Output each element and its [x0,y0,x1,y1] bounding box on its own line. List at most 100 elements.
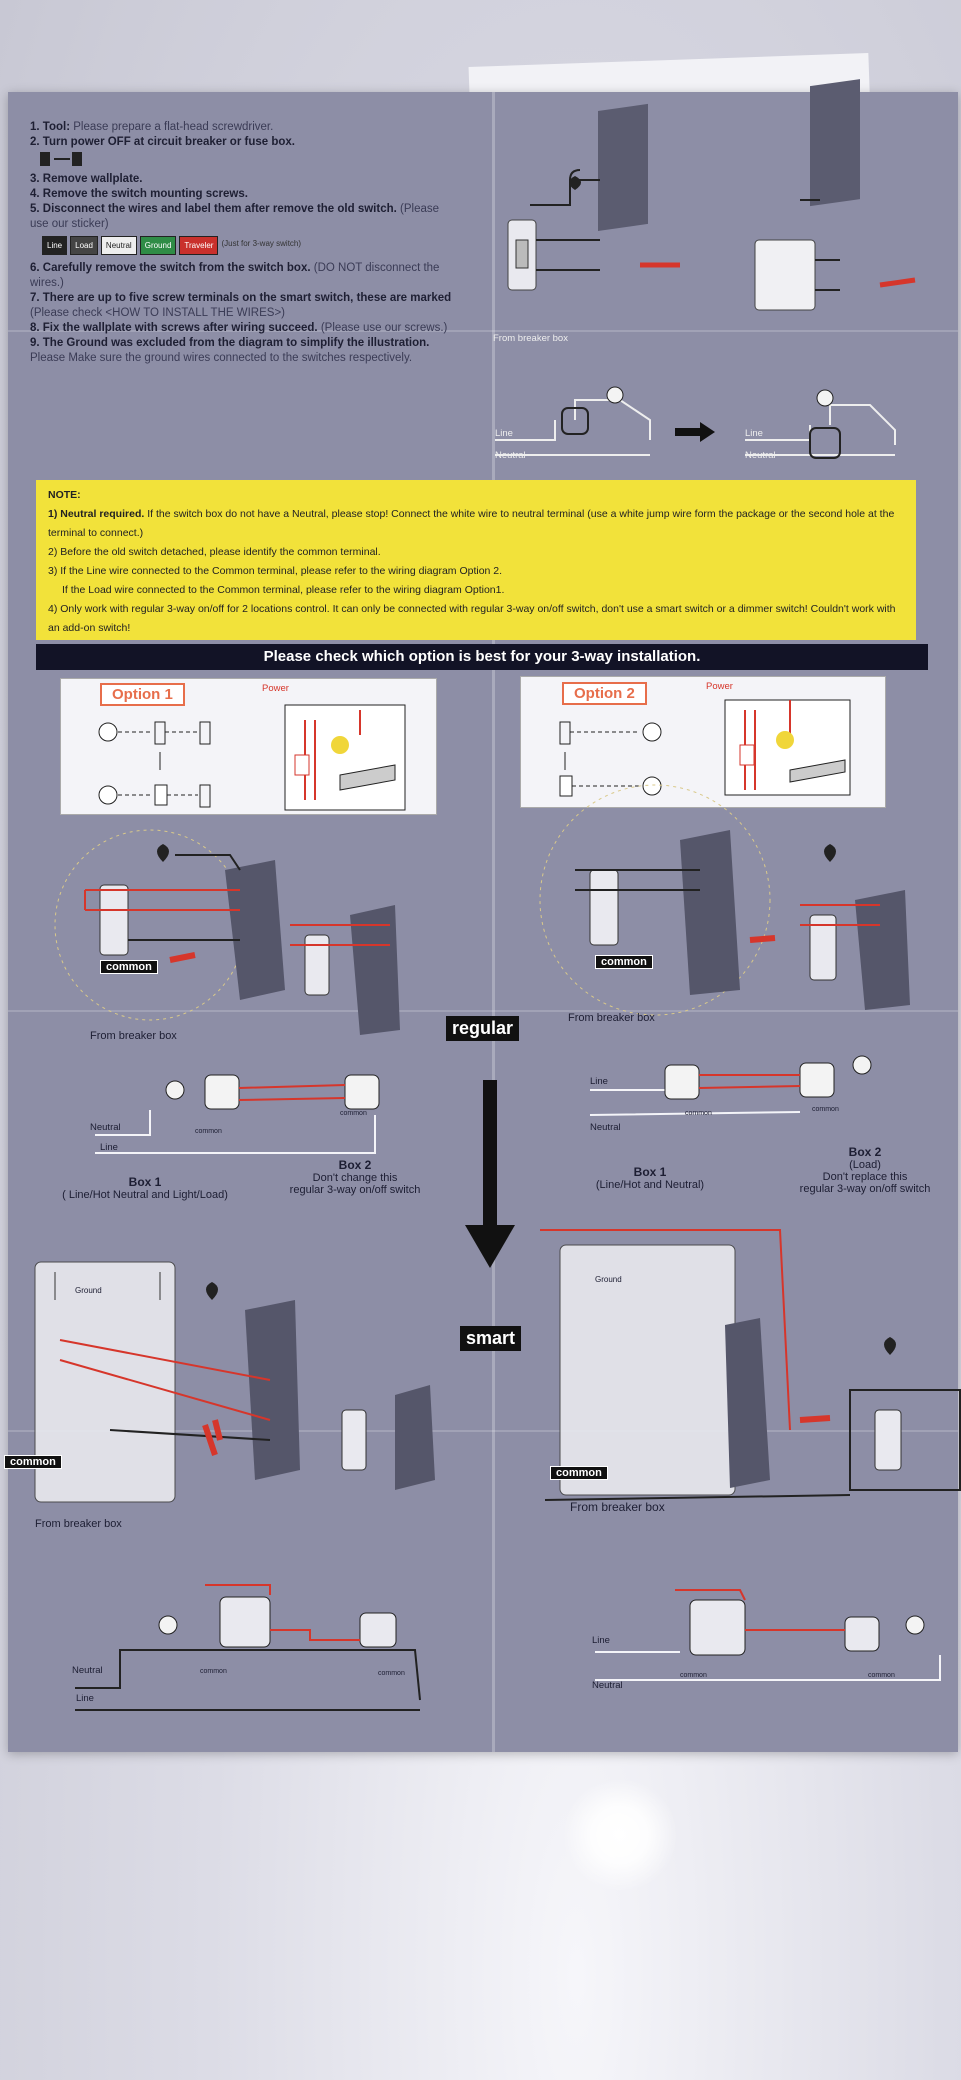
note-box: NOTE: 1) Neutral required. If the switch… [36,480,916,640]
smart-left-schematic [75,1584,421,1711]
smart-tag: smart [460,1326,522,1351]
smart-right-schematic [595,1589,941,1681]
regular-left-schematic [95,1074,380,1154]
option-2-mini [559,699,851,797]
step-1-title: 1. Tool: [30,121,71,133]
note-title: NOTE: [48,489,81,501]
regular-right-schematic [589,1055,872,1116]
step-5-text: (Please use our sticker) [30,203,440,230]
box1-right-caption: Box 1 (Line/Hot and Neutral) [570,1165,730,1191]
note-2: 2) Before the old switch detached, pleas… [48,546,381,558]
common-tag-2: common [595,955,653,969]
ground-label-1: Ground [75,1286,102,1295]
smart-right-wiring [540,1229,961,1501]
wallbox-smart-switch [754,79,916,311]
option-1-power: Power [262,683,289,694]
rewire-diagram [495,386,896,459]
step-8-text: (Please use our screws.) [320,322,448,334]
box1-right-title: Box 1 [633,1165,667,1179]
sticker-note: (Just for 3-way switch) [221,239,302,248]
box2-left-caption: Box 2 Don't change this regular 3-way on… [265,1158,445,1196]
box2-right-desc0: (Load) [849,1159,881,1171]
box1-right-desc: (Line/Hot and Neutral) [595,1179,705,1191]
step-6-text: (DO NOT disconnect the wires.) [30,262,440,289]
ground-label-2: Ground [595,1275,622,1284]
note-1-bold: 1) Neutral required. [48,508,145,520]
neutral-label-2: Neutral [590,1122,621,1133]
option-2-power: Power [706,681,733,692]
top-diagrams [495,79,916,459]
box2-right-caption: Box 2 (Load) Don't replace this regular … [775,1145,955,1195]
install-steps: 1. Tool: Please prepare a flat-head scre… [30,120,460,366]
sticker-traveler: Traveler [179,236,219,255]
common-small-3: common [685,1110,712,1117]
light-glare [560,1780,680,1890]
box2-left-desc2: regular 3-way on/off switch [289,1184,421,1196]
top-line-label-2: Line [745,428,763,439]
box2-right-title: Box 2 [848,1145,882,1159]
option-2-label: Option 2 [562,682,647,705]
fold-line [492,92,495,1752]
wallbox-old-switch [507,103,680,291]
step-7-text: (Please check <HOW TO INSTALL THE WIRES>… [30,307,285,319]
regular-left-boxes [54,829,400,1035]
common-small-2: common [340,1110,367,1117]
fold-line [8,1010,958,1012]
step-4-title: 4. Remove the switch mounting screws. [30,188,248,200]
common-tag-4: common [550,1466,608,1480]
box2-left-title: Box 2 [338,1158,372,1172]
box2-left-desc1: Don't change this [312,1172,398,1184]
line-label-3: Line [76,1693,94,1704]
fold-line [8,1430,958,1432]
common-small-7: common [680,1672,707,1679]
option-banner: Please check which option is best for yo… [36,644,928,670]
note-4: 4) Only work with regular 3-way on/off f… [48,603,896,634]
line-label-4: Line [592,1635,610,1646]
step-1-text: Please prepare a flat-head screwdriver. [73,121,274,133]
step-5-title: 5. Disconnect the wires and label them a… [30,203,397,215]
line-label-2: Line [590,1076,608,1087]
breaker-label-3: From breaker box [35,1518,122,1530]
box1-left-title: Box 1 [128,1175,162,1189]
common-small-5: common [200,1668,227,1675]
regular-tag: regular [446,1016,520,1041]
sticker-load: Load [70,236,98,255]
neutral-label-4: Neutral [592,1680,623,1691]
top-line-label: Line [495,428,513,439]
common-small-1: common [195,1128,222,1135]
sticker-neutral: Neutral [100,236,137,255]
top-neutral-label: Neutral [495,450,526,461]
common-small-4: common [812,1106,839,1113]
box2-right-desc1: Don't replace this [822,1171,908,1183]
common-small-6: common [378,1670,405,1677]
note-1-text: If the switch box do not have a Neutral,… [48,508,895,539]
breaker-icon [30,150,460,172]
box1-left-desc: ( Line/Hot Neutral and Light/Load) [62,1189,228,1201]
option-1-label: Option 1 [100,683,185,706]
down-arrow-icon [465,1080,515,1268]
top-neutral-label-2: Neutral [745,450,776,461]
step-6-title: 6. Carefully remove the switch from the … [30,262,311,274]
neutral-label-3: Neutral [72,1665,103,1676]
breaker-arrow-icon [40,152,82,166]
sticker-legend: Line Load Neutral Ground Traveler (Just … [42,236,460,255]
common-tag-3: common [4,1455,62,1469]
box1-left-caption: Box 1 ( Line/Hot Neutral and Light/Load) [30,1175,260,1201]
box2-right-desc2: regular 3-way on/off switch [799,1183,931,1195]
note-3b: If the Load wire connected to the Common… [62,584,505,596]
common-small-8: common [868,1672,895,1679]
sticker-ground: Ground [139,236,177,255]
common-tag: common [100,960,158,974]
note-3a: 3) If the Line wire connected to the Com… [48,565,503,577]
regular-right-boxes [539,784,910,1016]
neutral-label-1: Neutral [90,1122,121,1133]
step-2-title: 2. Turn power OFF at circuit breaker or … [30,136,295,148]
breaker-label-2: From breaker box [568,1012,655,1024]
breaker-label-1: From breaker box [90,1030,177,1042]
top-breaker-label: From breaker box [493,333,568,344]
sticker-line: Line [42,236,68,255]
option-1-mini [98,704,406,811]
line-label-1: Line [100,1142,118,1153]
step-9-title: 9. The Ground was excluded from the diag… [30,337,430,349]
